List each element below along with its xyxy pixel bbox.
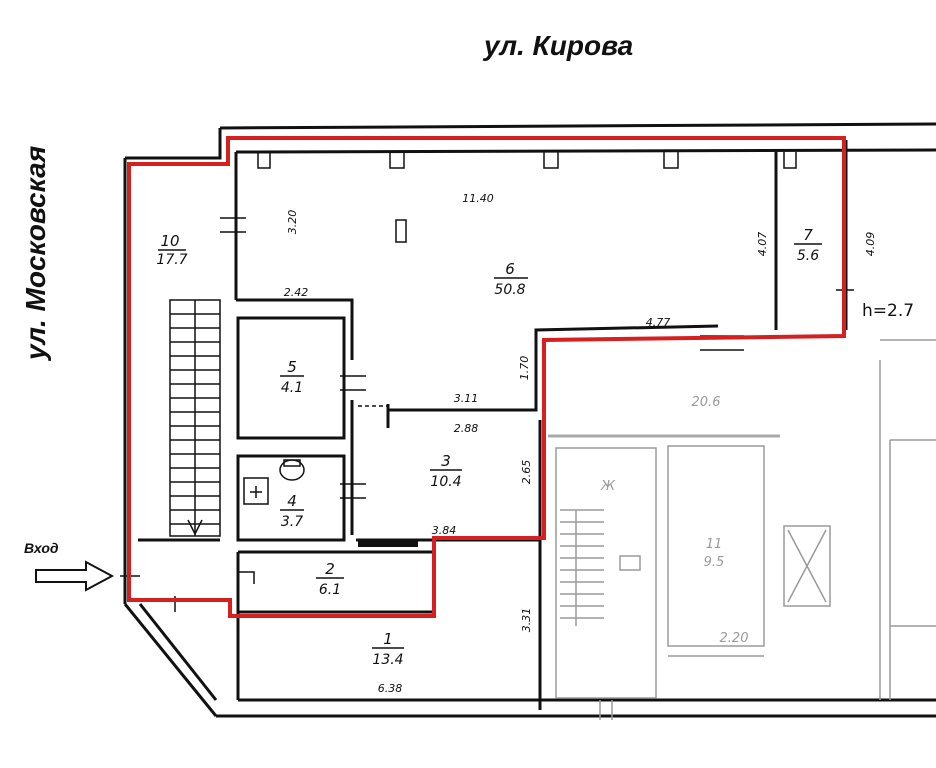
room-area: 6.1 [319,582,341,598]
adjacent-labels: 20.6 11 9.5 2.20 Ж [600,395,748,646]
room-area: 50.8 [494,282,525,298]
premises-outline [127,136,846,618]
adjacent-stair-mark: Ж [600,479,616,494]
adjacent-room-area: 9.5 [704,555,725,570]
dim-6-38: 6.38 [378,682,403,695]
dim-4-77: 4.77 [646,316,671,329]
dim-3-84: 3.84 [432,524,457,537]
dim-2-65: 2.65 [520,460,533,485]
room-num: 6 [505,260,515,278]
toilet-fixtures [243,459,305,505]
room-num: 3 [441,452,451,470]
room-num: 4 [287,492,297,510]
adjacent-dim: 2.20 [720,631,749,646]
room-num: 1 [383,630,393,648]
dim-11-40: 11.40 [462,192,494,205]
building-walls [120,122,936,718]
room-area: 4.1 [281,380,303,396]
room-area: 10.4 [430,474,461,490]
street-name-left: ул. Московская [20,145,51,360]
adjacent-room-num: 11 [706,537,723,552]
dim-4-07: 4.07 [756,232,769,257]
staircase [169,299,221,537]
dim-1-70: 1.70 [518,356,531,381]
dim-4-09: 4.09 [864,232,877,257]
room-num: 7 [803,226,813,244]
adjacent-premises [548,339,936,720]
ceiling-height: h=2.7 [862,301,914,321]
room-area: 13.4 [372,652,403,668]
room-area: 17.7 [156,252,187,268]
adjacent-room-area: 20.6 [692,395,721,410]
dim-3-31: 3.31 [520,608,533,633]
dimension-labels: 11.40 3.20 4.07 4.09 2.42 4.77 1.70 3.11… [284,192,877,695]
dim-3-11: 3.11 [454,392,479,405]
room-num: 5 [287,358,297,376]
dim-3-20: 3.20 [286,210,299,235]
room-num: 2 [325,560,335,578]
room-num: 10 [160,232,179,250]
street-name-top: ул. Кирова [484,30,634,61]
room-area: 5.6 [797,248,819,264]
dim-2-42: 2.42 [284,286,309,299]
entrance-label: Вход [24,540,59,556]
dim-2-88: 2.88 [454,422,479,435]
room-labels: 10 17.7 6 50.8 7 5.6 5 4.1 4 3.7 3 10.4 … [156,226,822,668]
room-area: 3.7 [281,514,303,530]
entrance-arrow-icon [35,560,115,592]
